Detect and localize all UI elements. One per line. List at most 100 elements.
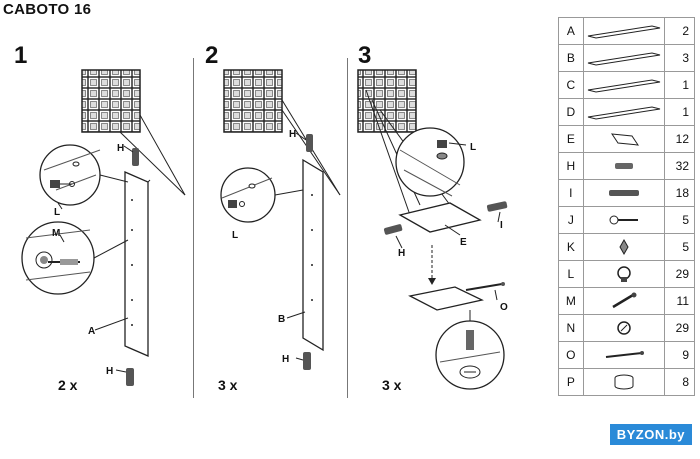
side-panel-a [124,171,149,357]
parts-row: E 12 [558,125,695,153]
part-quantity: 5 [664,233,695,261]
part-code: K [558,233,584,261]
callout-i: I [500,220,503,231]
part-quantity: 3 [664,44,695,72]
callout-l: L [470,142,476,153]
detail-circle-l [39,144,101,206]
part-quantity: 9 [664,341,695,369]
callout-b: B [278,314,285,325]
shelf-unit-thumbnail [223,69,283,133]
part-quantity: 1 [664,98,695,126]
step-1-diagram: H L M A H [21,69,186,386]
part-quantity: 12 [664,125,695,153]
long-dowel-icon [486,201,508,212]
part-code: L [558,260,584,288]
part-code: D [558,98,584,126]
shelf-unit-thumbnail [357,69,417,133]
step-3-multiplier: 3 x [382,377,402,393]
part-code: B [558,44,584,72]
part-quantity: 8 [664,368,695,396]
step-2-diagram: H L B H [220,69,341,370]
parts-row: L 29 [558,260,695,288]
dowel-icon [132,148,139,166]
wooden-dowel-icon [582,152,666,180]
part-code: N [558,314,584,342]
callout-e: E [460,237,467,248]
parts-row: H 32 [558,152,695,180]
step-divider [193,58,194,398]
part-code: I [558,179,584,207]
part-quantity: 2 [664,17,695,45]
document-title: CABOTO 16 [3,1,92,18]
long-shelf-board-icon [582,44,666,72]
dowel-icon [126,368,134,386]
leveling-foot-icon [582,368,666,396]
part-code: A [558,17,584,45]
parts-row: N 29 [558,314,695,342]
step-divider [347,58,348,398]
part-code: P [558,368,584,396]
callout-h: H [289,129,296,140]
parts-row: M 11 [558,287,695,315]
step-3-number: 3 [358,42,372,69]
small-panel-e-assembled [408,286,484,311]
part-quantity: 18 [664,179,695,207]
dowel-icon [306,134,313,152]
part-code: H [558,152,584,180]
part-code: O [558,341,584,369]
small-panel-e [398,202,482,233]
part-code: C [558,71,584,99]
part-quantity: 29 [664,314,695,342]
step-1-number: 1 [14,42,28,69]
step-1-multiplier: 2 x [58,377,78,393]
parts-row: I 18 [558,179,695,207]
shelf-panel-b [302,158,324,352]
cam-lock-icon [582,260,666,288]
callout-m: M [52,228,60,239]
callout-h: H [282,354,289,365]
small-panel-icon [582,125,666,153]
long-shelf-board-icon [582,98,666,126]
callout-o: O [500,302,508,313]
long-dowel-icon [582,179,666,207]
shelf-unit-thumbnail [81,69,141,133]
step-3-diagram: L I H E O [357,69,508,390]
detail-circle-l [395,127,465,197]
callout-h: H [398,248,405,259]
connector-bolt-icon [582,341,666,369]
part-quantity: 32 [664,152,695,180]
part-quantity: 5 [664,206,695,234]
part-quantity: 11 [664,287,695,315]
dowel-icon [303,352,311,370]
long-shelf-board-icon [582,71,666,99]
part-code: M [558,287,584,315]
callout-h: H [117,143,124,154]
callout-a: A [88,326,95,337]
callout-l: L [54,207,60,218]
cam-cover-icon [582,314,666,342]
callout-l: L [232,230,238,241]
step-2-multiplier: 3 x [218,377,238,393]
assembly-illustration: H L M A H H L B H [21,69,508,390]
long-shelf-board-icon [582,17,666,45]
dowel-icon [383,224,403,235]
screw-icon [582,206,666,234]
cam-bolt-icon [582,287,666,315]
part-code: J [558,206,584,234]
step-2-number: 2 [205,42,219,69]
wall-plug-icon [582,233,666,261]
part-code: E [558,125,584,153]
brand-badge: BYZON.by [609,424,692,445]
part-quantity: 29 [664,260,695,288]
part-quantity: 1 [664,71,695,99]
callout-h: H [106,366,113,377]
